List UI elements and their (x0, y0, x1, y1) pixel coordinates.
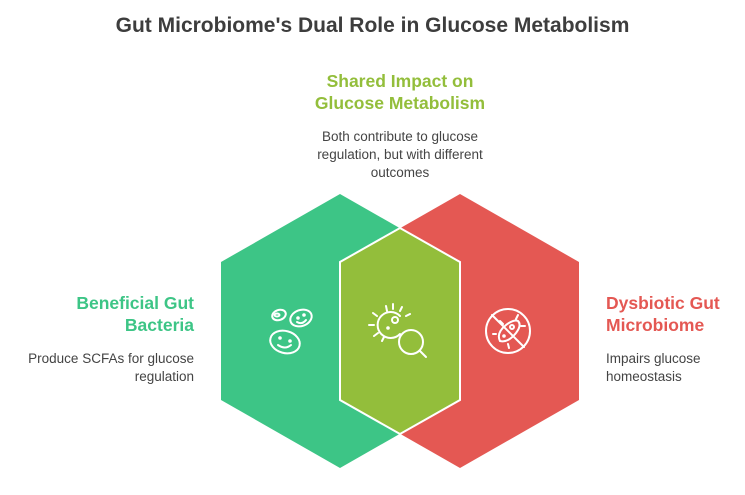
dysbiotic-desc-line: Impairs glucose (606, 351, 701, 366)
no-bacteria-icon (485, 308, 531, 354)
shared-hexagon (339, 226, 461, 436)
dysbiotic-desc-line: homeostasis (606, 369, 682, 384)
happy-bacteria-icon (269, 308, 313, 355)
dysbiotic-heading: Dysbiotic Gut Microbiome (606, 292, 745, 336)
dysbiotic-heading-line: Dysbiotic Gut (606, 293, 720, 313)
diagram-title: Gut Microbiome's Dual Role in Glucose Me… (115, 14, 630, 37)
dysbiotic-description: Impairs glucose homeostasis (606, 350, 745, 386)
shared-heading-line: Glucose Metabolism (314, 93, 486, 113)
beneficial-heading-line: Bacteria (124, 315, 194, 335)
shared-heading: Shared Impact on Glucose Metabolism (250, 70, 550, 114)
bacteria-search-icon (368, 303, 427, 358)
beneficial-heading-line: Beneficial Gut (76, 293, 194, 313)
shared-description: Both contribute to glucose regulation, b… (270, 128, 530, 182)
shared-heading-line: Shared Impact on (326, 71, 474, 91)
beneficial-desc-line: Produce SCFAs for glucose (28, 351, 194, 366)
shared-desc-line: regulation, but with different (317, 147, 483, 162)
beneficial-desc-line: regulation (134, 369, 194, 384)
shared-desc-line: outcomes (370, 165, 430, 180)
beneficial-heading: Beneficial Gut Bacteria (20, 292, 194, 336)
shared-desc-line: Both contribute to glucose (321, 129, 479, 144)
beneficial-description: Produce SCFAs for glucose regulation (0, 350, 194, 386)
dysbiotic-heading-line: Microbiome (606, 315, 705, 335)
